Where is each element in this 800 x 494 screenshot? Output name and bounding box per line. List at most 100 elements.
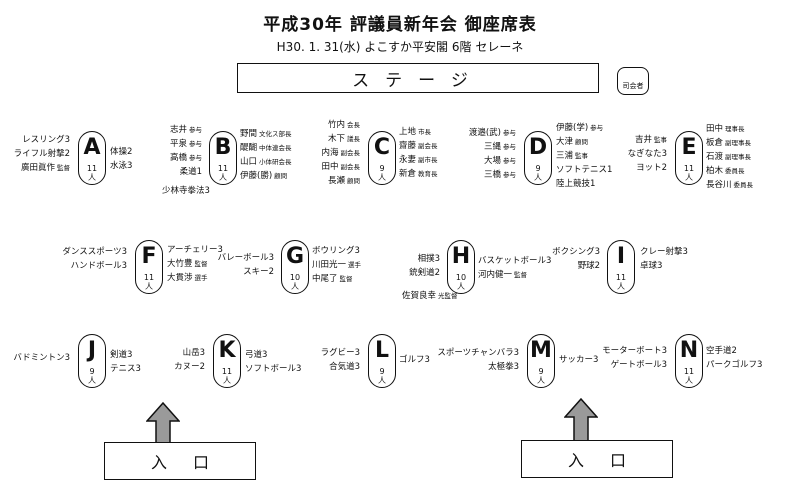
table-count-unit: 人 — [685, 376, 693, 385]
seat-name: ラグビー3 — [320, 348, 360, 358]
seat-entry: ライフル射撃2 — [14, 147, 70, 161]
table-count: 11 — [615, 273, 627, 282]
emcee-seat: 司会者 — [617, 67, 649, 95]
stage-box: ステージ — [237, 63, 599, 93]
seat-entry: 竹内会長 — [321, 118, 360, 132]
seat-name: スキー2 — [243, 267, 274, 277]
seat-name: 石渡 — [706, 152, 724, 162]
table-letter: A — [83, 135, 101, 160]
seat-role: 副会長 — [418, 142, 438, 150]
seat-name: 板倉 — [706, 138, 724, 148]
table-count-unit: 人 — [378, 173, 386, 182]
seat-role: 監督 — [339, 275, 353, 283]
seat-entry: 田中副会長 — [321, 160, 360, 174]
seat-entry: 水泳3 — [110, 159, 132, 173]
seat-entry: 板倉副理事長 — [706, 136, 753, 150]
table-count-unit: 人 — [457, 282, 465, 291]
seat-name: 河内健一 — [478, 270, 513, 280]
seat-entry: ヨット2 — [628, 161, 667, 175]
table-e-right-seats: 田中理事長板倉副理事長石渡副理事長柏木委員長長谷川委員長 — [706, 122, 753, 192]
table-letter: E — [681, 135, 697, 160]
seat-role: 会長 — [347, 121, 360, 129]
seat-name: 廣田眞作 — [20, 163, 55, 173]
seat-entry: 三橋参与 — [469, 168, 516, 182]
seat-name: 三縄 — [483, 142, 501, 152]
table-count: 11 — [221, 367, 233, 376]
seat-entry: 大竹豊監督 — [167, 257, 223, 271]
seat-entry: 内海副会長 — [321, 146, 360, 160]
seat-entry: バスケットボール3 — [478, 254, 551, 268]
table-count: 9 — [379, 164, 385, 173]
seat-entry: 志井参与 — [170, 123, 202, 137]
seat-entry: 三縄参与 — [469, 140, 516, 154]
seat-role: 委員長 — [725, 167, 745, 175]
seat-name: ダンススポーツ3 — [62, 247, 127, 257]
table-letter: M — [530, 338, 552, 363]
table-m-left-seats: スポーツチャンバラ3 太極拳3 — [437, 346, 519, 374]
seat-name: カヌー2 — [174, 362, 205, 372]
seat-entry: 銃剣道2 — [409, 266, 440, 280]
seat-name: 長谷川 — [706, 180, 732, 190]
seat-entry: スポーツチャンバラ3 — [437, 346, 519, 360]
seat-role: 参与 — [590, 124, 604, 132]
seat-name: 伊藤(学) — [556, 123, 589, 133]
seat-entry: モーターボート3 — [602, 344, 667, 358]
seat-entry: 柔道1 — [170, 165, 202, 179]
seat-role: 監督 — [194, 260, 208, 268]
seat-entry: 三浦監事 — [556, 149, 612, 163]
seat-entry: バレーボール3 — [218, 251, 274, 265]
seat-name: 野球2 — [577, 261, 600, 271]
seat-entry: 醍醐中体連会長 — [240, 141, 292, 155]
table-count-unit: 人 — [145, 282, 153, 291]
table-letter: H — [451, 244, 471, 269]
seat-name: 太極拳3 — [488, 362, 519, 372]
table-count: 9 — [379, 367, 385, 376]
table-count: 9 — [535, 164, 541, 173]
table-count-unit: 人 — [88, 173, 96, 182]
seat-name: スポーツチャンバラ3 — [437, 348, 519, 358]
seat-name: 永妻 — [399, 155, 417, 165]
seat-entry: アーチェリー3 — [167, 243, 223, 257]
seat-entry: 木下議長 — [321, 132, 360, 146]
seat-name: 内海 — [321, 148, 339, 158]
seat-entry: 山岳3 — [174, 346, 205, 360]
seat-role: 参与 — [503, 129, 516, 137]
seat-role: 参与 — [189, 126, 202, 134]
seat-entry: ゲートボール3 — [602, 358, 667, 372]
seat-name: 剣道3 — [110, 350, 133, 360]
seat-entry: 長谷川委員長 — [706, 178, 753, 192]
seat-entry: レスリング3 — [14, 133, 70, 147]
table-k-left-seats: 山岳3 カヌー2 — [174, 346, 205, 374]
seat-name: 少林寺拳法3 — [162, 186, 210, 196]
seat-entry: 剣道3 — [110, 348, 141, 362]
seat-name: 大場 — [483, 156, 501, 166]
seat-role: 参与 — [189, 140, 202, 148]
seat-role: 参与 — [503, 143, 516, 151]
seat-entry: 伊藤(学)参与 — [556, 121, 612, 135]
seat-name: なぎなた3 — [627, 149, 667, 159]
table-letter: L — [374, 338, 390, 363]
seat-role: 参与 — [503, 171, 516, 179]
seat-role: 副会長 — [340, 149, 361, 157]
table-h-extra-seat: 佐賀良幸光監督 — [402, 289, 458, 303]
table-c-right-seats: 上地市長齋藤副会長永妻副市長新倉教育長 — [399, 125, 438, 181]
seat-entry: 体操2 — [110, 145, 132, 159]
seat-entry: クレー射撃3 — [640, 245, 688, 259]
seat-name: 平泉 — [169, 139, 187, 149]
seat-name: 醍醐 — [240, 143, 258, 153]
table-count-unit: 人 — [219, 173, 227, 182]
